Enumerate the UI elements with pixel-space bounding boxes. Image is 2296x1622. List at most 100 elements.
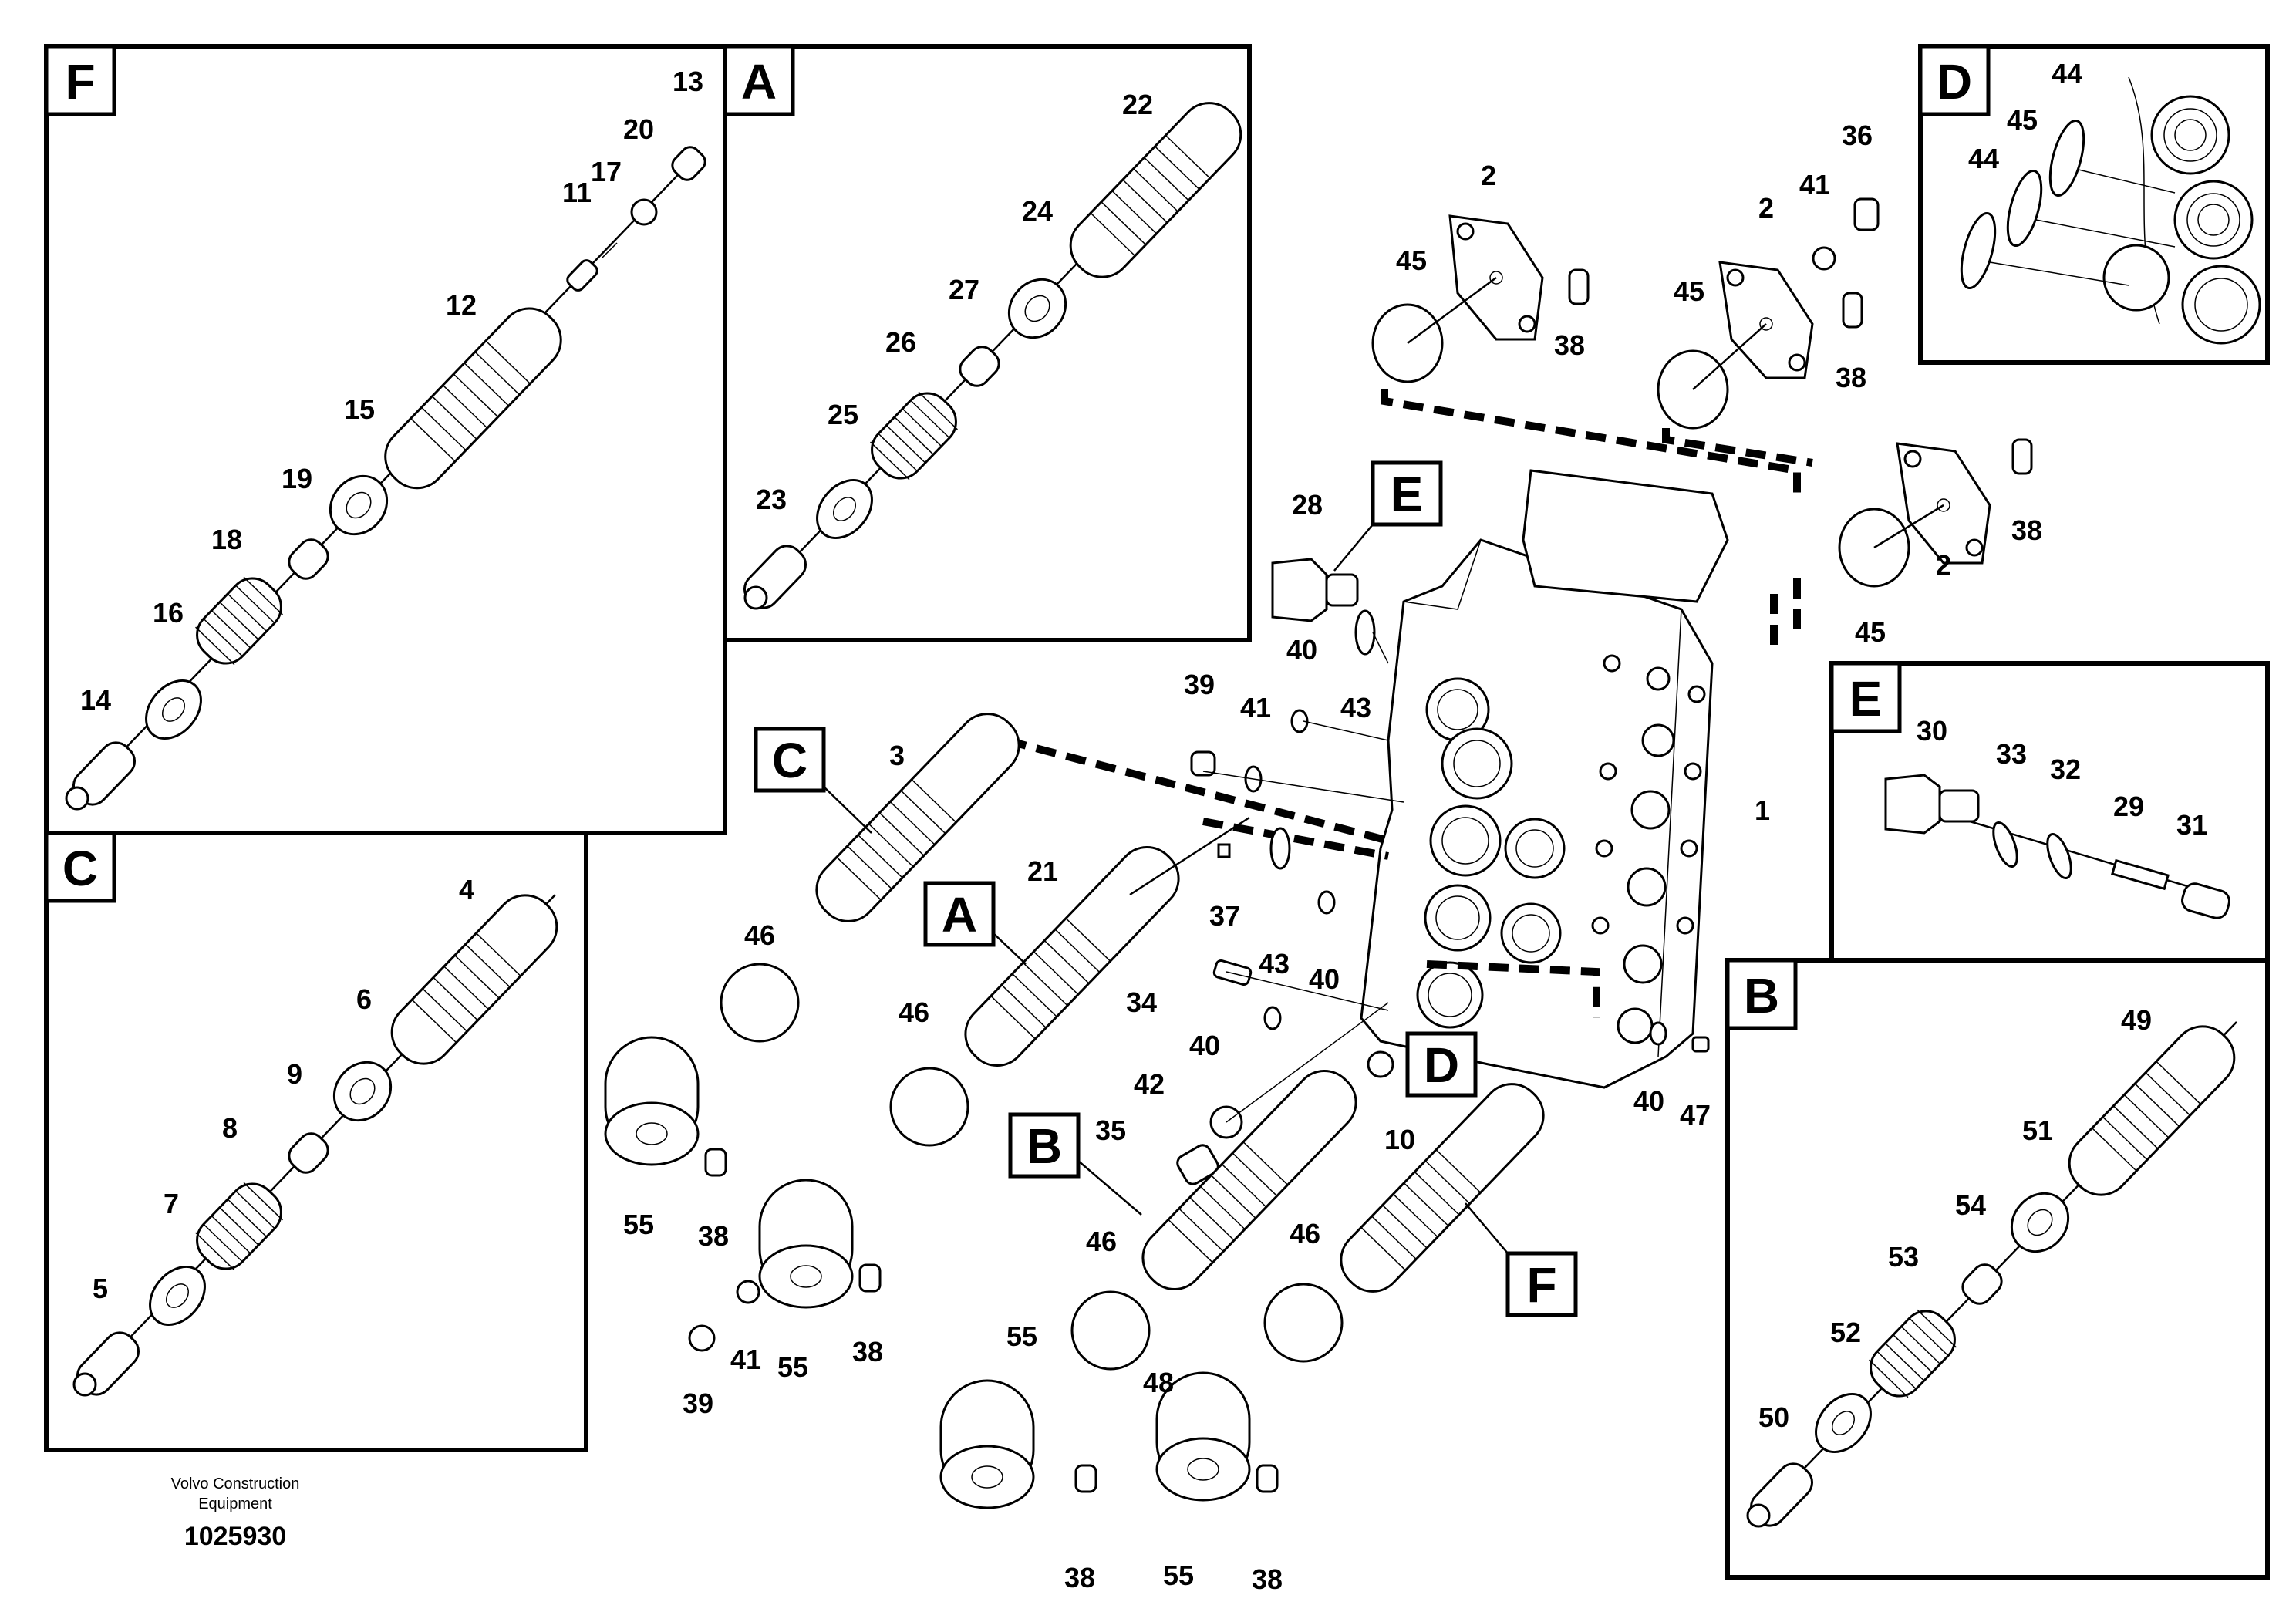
part-label: 41 <box>1799 169 1830 201</box>
part-label: 49 <box>2121 1004 2152 1036</box>
end-caps <box>604 1036 1279 1509</box>
part-label: 12 <box>446 289 477 321</box>
part-label: 37 <box>1209 900 1240 932</box>
inset-frame-d: D <box>1918 44 2270 365</box>
part-label: 40 <box>1309 963 1340 995</box>
part-label: 8 <box>222 1112 238 1144</box>
part-label: 46 <box>1086 1226 1117 1257</box>
callout-e: E <box>1333 460 1443 572</box>
inset-d-tag: D <box>1937 54 1972 110</box>
part-label: 21 <box>1027 855 1058 887</box>
callout-a: A <box>923 881 1027 965</box>
part-label: 55 <box>1163 1560 1194 1591</box>
svg-text:C: C <box>772 733 807 788</box>
part-label: 4 <box>459 874 474 905</box>
part-label: 28 <box>1292 489 1323 521</box>
spool-assembly-f <box>65 146 706 811</box>
part-label: 7 <box>164 1188 179 1219</box>
svg-text:A: A <box>942 887 977 943</box>
svg-text:D: D <box>1424 1037 1459 1093</box>
inset-f-tag: F <box>65 54 95 110</box>
part-label: 25 <box>828 399 858 430</box>
part-label: 20 <box>623 113 654 145</box>
oring-detail-d <box>1960 76 2261 345</box>
inset-frame-c: C <box>44 831 588 1452</box>
spool-assembly-c <box>72 894 558 1397</box>
part-label: 26 <box>885 326 916 358</box>
part-label: 40 <box>1633 1085 1664 1117</box>
inset-frame-b: B <box>1725 958 2270 1580</box>
part-label: 44 <box>2052 58 2082 89</box>
part-label: 46 <box>1290 1218 1320 1249</box>
part-label: 15 <box>344 393 375 425</box>
part-label: 27 <box>949 274 979 305</box>
svg-text:E: E <box>1391 467 1424 522</box>
part-label: 31 <box>2176 809 2207 841</box>
part-label: 45 <box>1855 616 1886 648</box>
part-label: 36 <box>1842 120 1873 151</box>
part-label: 52 <box>1830 1317 1861 1348</box>
part-label: 11 <box>562 177 592 208</box>
part-label: 38 <box>1554 329 1585 361</box>
part-label: 2 <box>1936 549 1951 581</box>
drawing-number: 1025930 <box>184 1522 286 1551</box>
cover-plates <box>1371 197 2033 588</box>
part-label: 19 <box>282 463 312 494</box>
part-label: 6 <box>356 983 372 1015</box>
part-label: 38 <box>1252 1563 1283 1595</box>
part-label: 54 <box>1955 1189 1986 1221</box>
part-label: 55 <box>623 1209 654 1240</box>
part-label: 47 <box>1680 1099 1711 1131</box>
company-name-line2: Equipment <box>198 1496 272 1512</box>
part-label: 29 <box>2113 791 2144 822</box>
svg-text:B: B <box>1027 1118 1062 1174</box>
valve-body <box>1360 469 1729 1089</box>
part-label: 45 <box>2007 104 2038 136</box>
main-orings <box>720 963 1344 1371</box>
part-labels: 13 20 17 11 12 15 19 18 16 14 22 24 27 2… <box>80 58 2207 1595</box>
part-label: 22 <box>1122 89 1153 120</box>
part-label: 44 <box>1968 143 1999 174</box>
part-label: 13 <box>673 66 703 97</box>
part-label: 53 <box>1888 1241 1919 1273</box>
part-label: 55 <box>777 1351 808 1383</box>
part-label: 42 <box>1134 1068 1165 1100</box>
inset-frame-e: E <box>1829 661 2270 963</box>
part-label: 9 <box>287 1058 302 1090</box>
part-label: 55 <box>1006 1320 1037 1352</box>
part-label: 33 <box>1996 738 2027 770</box>
inset-frame-a: A <box>723 44 1252 642</box>
callout-b: B <box>1008 1112 1142 1216</box>
part-label: 2 <box>1758 192 1774 224</box>
part-label: 34 <box>1126 986 1157 1018</box>
part-label: 45 <box>1396 244 1427 276</box>
spool-assembly-a <box>743 102 1242 610</box>
part-label: 16 <box>153 597 184 629</box>
part-label: 18 <box>211 524 242 555</box>
part-label: 48 <box>1143 1367 1174 1398</box>
part-label: 24 <box>1022 195 1053 227</box>
part-label: 14 <box>80 684 111 716</box>
part-label: 32 <box>2050 754 2081 785</box>
part-label: 17 <box>591 156 622 187</box>
part-label: 38 <box>1836 362 1866 393</box>
part-label: 39 <box>683 1388 713 1419</box>
part-label: 50 <box>1758 1401 1789 1433</box>
part-label: 45 <box>1674 275 1704 307</box>
part-label: 43 <box>1259 948 1290 980</box>
part-label: 43 <box>1340 692 1371 723</box>
part-label: 38 <box>852 1336 883 1367</box>
inset-b-tag: B <box>1744 968 1779 1023</box>
part-label: 46 <box>899 996 929 1028</box>
part-label: 10 <box>1384 1124 1415 1155</box>
company-name-line1: Volvo Construction <box>171 1475 300 1492</box>
callout-c: C <box>754 727 872 834</box>
part-label: 38 <box>2011 514 2042 546</box>
callout-d: D <box>1405 1031 1478 1098</box>
part-label: 40 <box>1286 634 1317 666</box>
part-label: 40 <box>1189 1030 1220 1061</box>
svg-text:F: F <box>1526 1257 1556 1313</box>
part-label: 1 <box>1755 794 1770 826</box>
